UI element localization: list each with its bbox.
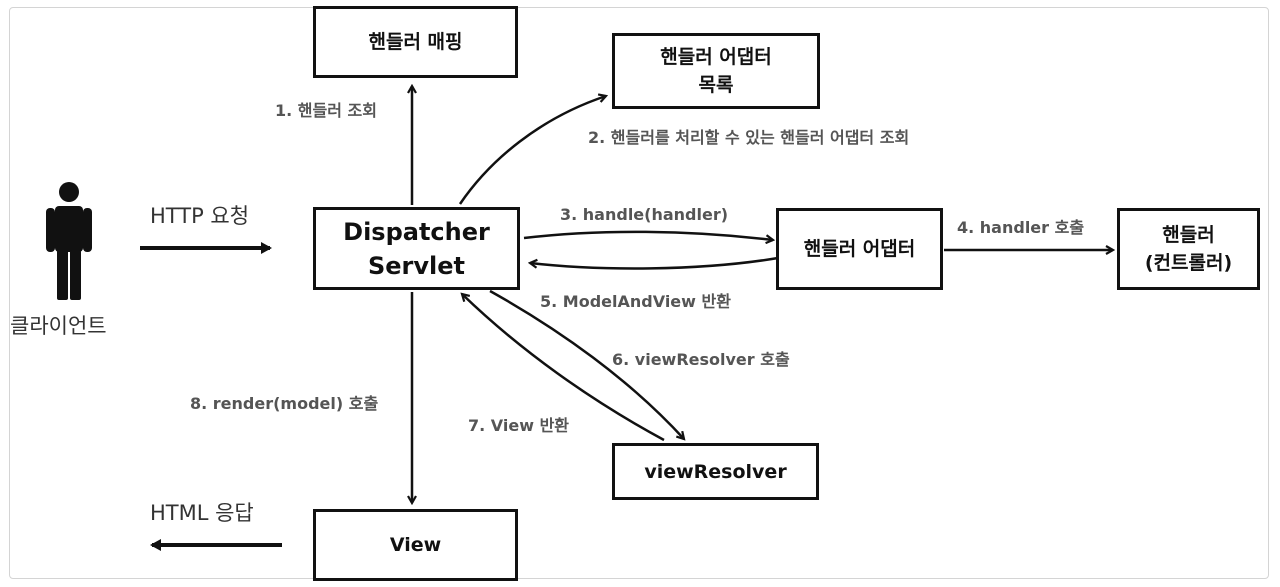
- handler-label-2: (컨트롤러): [1144, 252, 1233, 274]
- adapter-list-label-1: 핸들러 어댑터: [660, 46, 772, 68]
- arrow-step2: [458, 96, 606, 205]
- handler-label-1: 핸들러: [1162, 224, 1215, 246]
- handler-adapter-list-box: 핸들러 어댑터 목록: [612, 33, 820, 109]
- handler-mapping-label: 핸들러 매핑: [368, 31, 463, 53]
- dispatcher-servlet-box: Dispatcher Servlet: [313, 207, 520, 290]
- step7-label: 7. View 반환: [468, 416, 570, 435]
- handler-adapter-label: 핸들러 어댑터: [803, 238, 916, 260]
- handler-mapping-box: 핸들러 매핑: [313, 6, 518, 78]
- dispatcher-label-2: Servlet: [367, 251, 466, 280]
- step3-label: 3. handle(handler): [560, 205, 729, 224]
- diagram-frame: [9, 7, 1269, 579]
- view-label: View: [389, 534, 442, 556]
- step5-label: 5. ModelAndView 반환: [540, 292, 731, 311]
- handler-controller-box: 핸들러 (컨트롤러): [1117, 208, 1260, 290]
- handler-adapter-box: 핸들러 어댑터: [776, 208, 943, 290]
- html-response-label: HTML 응답: [150, 501, 254, 525]
- arrow-step6: [489, 289, 684, 439]
- step1-label: 1. 핸들러 조회: [275, 101, 377, 120]
- client-label: 클라이언트: [10, 314, 107, 338]
- person-icon: [46, 182, 92, 300]
- step8-label: 8. render(model) 호출: [190, 394, 379, 413]
- view-box: View: [313, 509, 518, 581]
- http-request-label: HTTP 요청: [150, 204, 250, 228]
- step2-label: 2. 핸들러를 처리할 수 있는 핸들러 어댑터 조회: [588, 128, 910, 147]
- view-resolver-box: viewResolver: [612, 443, 819, 500]
- arrow-step3: [523, 230, 773, 240]
- adapter-list-label-2: 목록: [698, 74, 734, 96]
- dispatcher-label-1: Dispatcher: [343, 217, 490, 246]
- arrow-step7: [462, 294, 665, 442]
- step6-label: 6. viewResolver 호출: [612, 350, 790, 369]
- arrow-step5: [530, 256, 779, 270]
- step4-label: 4. handler 호출: [957, 218, 1085, 237]
- view-resolver-label: viewResolver: [644, 460, 787, 483]
